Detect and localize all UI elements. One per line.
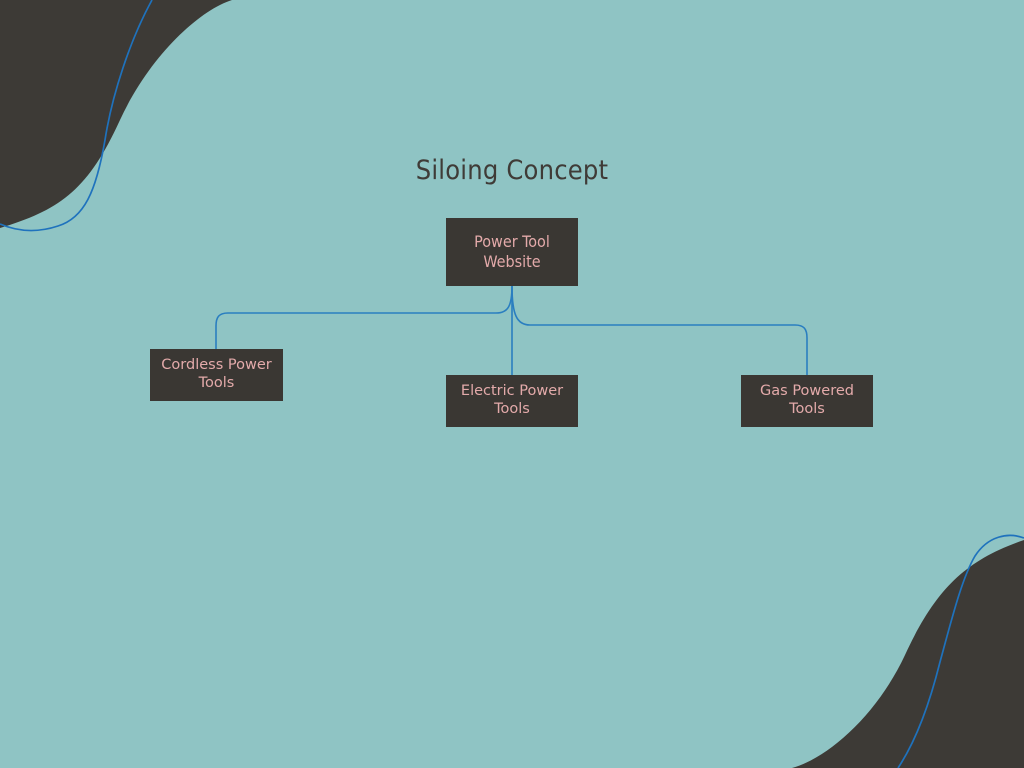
ribbon-curve-top-left <box>0 0 153 232</box>
node-label-line1: Electric Power <box>460 383 564 400</box>
corner-blob-bottom-right <box>792 540 1024 768</box>
connector-root-to-cordless <box>215 285 513 349</box>
node-label-line1: Gas Powered <box>760 383 854 400</box>
node-label-line1: Power Tool <box>474 232 550 252</box>
node-label-line2: Tools <box>494 401 530 417</box>
node-label-line1: Cordless Power <box>161 357 272 374</box>
corner-blob-top-left <box>0 0 232 228</box>
connector-root-to-gas <box>511 285 808 375</box>
page-title: Siloing Concept <box>415 155 609 186</box>
node-label-line2: Tools <box>198 375 235 391</box>
node-label-line2: Tools <box>789 401 825 417</box>
node-label-line2: Website <box>483 252 541 271</box>
ribbon-curve-bottom-right <box>897 534 1024 768</box>
